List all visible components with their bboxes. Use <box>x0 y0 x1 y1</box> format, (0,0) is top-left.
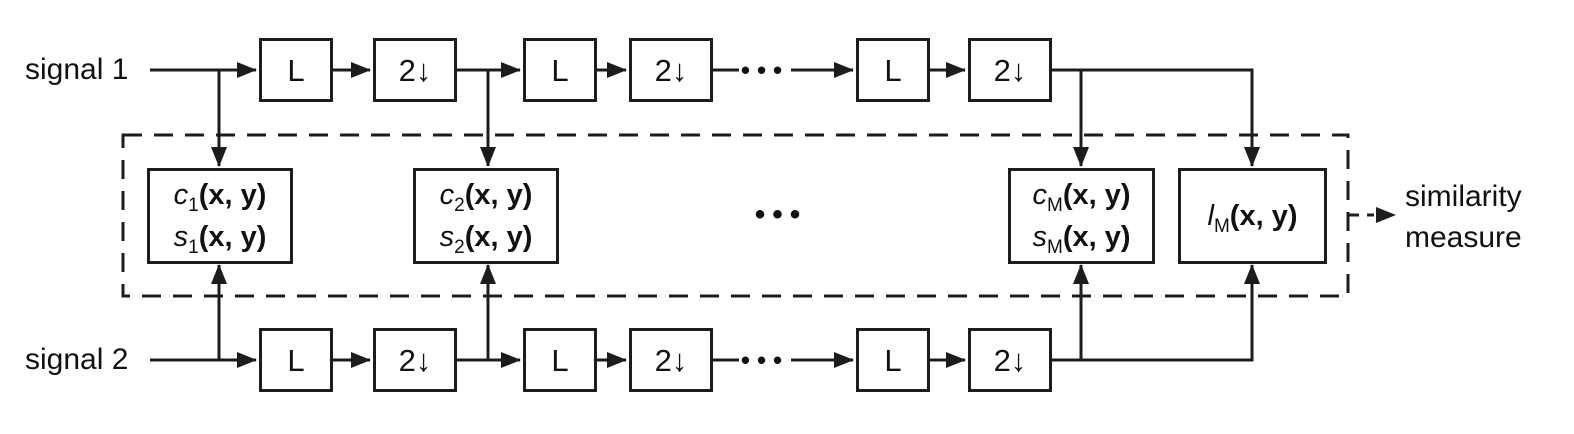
structure-var: s <box>173 221 189 253</box>
scale-subscript: 2 <box>454 237 465 258</box>
signal-1-label: signal 1 <box>25 53 129 86</box>
scale-subscript: 1 <box>188 237 199 258</box>
contrast-var: c <box>1032 179 1047 211</box>
downsample-label: 2↓ <box>398 52 432 88</box>
lowpass-filter-box-bottom-3: L <box>856 328 930 392</box>
lowpass-filter-box-top-2: L <box>523 38 597 102</box>
signal-2-label: signal 2 <box>25 343 129 376</box>
lowpass-filter-label: L <box>551 52 569 88</box>
similarity-measure-line1: similarity <box>1405 180 1522 213</box>
downsample-box-top-3: 2↓ <box>968 38 1052 102</box>
luminance-box-M: lM(x, y) <box>1178 168 1327 264</box>
ellipsis-top: ••• <box>740 55 790 85</box>
scale-subscript: 2 <box>454 195 465 216</box>
luminance-var: l <box>1207 200 1214 232</box>
structure-term-2: s2(x, y) <box>440 216 533 258</box>
term-args: (x, y) <box>198 221 267 253</box>
term-args: (x, y) <box>1229 200 1298 232</box>
signal-paths <box>150 62 1260 368</box>
downsample-label: 2↓ <box>654 52 688 88</box>
contrast-var: c <box>439 179 455 211</box>
similarity-measure-line2: measure <box>1405 221 1522 254</box>
contrast-var: c <box>173 179 189 211</box>
ellipsis-bottom: ••• <box>740 345 790 375</box>
contrast-structure-box-1: c1(x, y) s1(x, y) <box>147 168 293 264</box>
lowpass-filter-box-top-1: L <box>259 38 333 102</box>
lowpass-filter-label: L <box>884 52 902 88</box>
downsample-box-top-2: 2↓ <box>629 38 713 102</box>
downsample-label: 2↓ <box>993 52 1027 88</box>
downsample-box-bottom-2: 2↓ <box>629 328 713 392</box>
downsample-label: 2↓ <box>993 342 1027 378</box>
contrast-structure-box-2: c2(x, y) s2(x, y) <box>413 168 559 264</box>
downsample-box-top-1: 2↓ <box>373 38 457 102</box>
scale-subscript: 1 <box>188 195 199 216</box>
downsample-box-bottom-3: 2↓ <box>968 328 1052 392</box>
output-arrow <box>1348 207 1396 223</box>
term-args: (x, y) <box>464 221 533 253</box>
lowpass-filter-label: L <box>287 342 305 378</box>
term-args: (x, y) <box>464 179 533 211</box>
contrast-term-2: c2(x, y) <box>440 174 533 216</box>
term-args: (x, y) <box>1062 179 1131 211</box>
ellipsis-middle: ••• <box>754 198 808 231</box>
lowpass-filter-box-bottom-2: L <box>523 328 597 392</box>
term-args: (x, y) <box>198 179 267 211</box>
lowpass-filter-label: L <box>884 342 902 378</box>
scale-subscript: M <box>1046 237 1063 258</box>
structure-var: s <box>439 221 455 253</box>
contrast-term-1: c1(x, y) <box>174 174 267 216</box>
downsample-box-bottom-1: 2↓ <box>373 328 457 392</box>
lowpass-filter-box-top-3: L <box>856 38 930 102</box>
lowpass-filter-box-bottom-1: L <box>259 328 333 392</box>
dashed-region-outline <box>121 133 1350 298</box>
scale-subscript: M <box>1046 195 1063 216</box>
downsample-label: 2↓ <box>398 342 432 378</box>
downsample-label: 2↓ <box>654 342 688 378</box>
scale-subscript: M <box>1213 216 1230 237</box>
structure-var: s <box>1032 221 1047 253</box>
lowpass-filter-label: L <box>287 52 305 88</box>
structure-term-1: s1(x, y) <box>174 216 267 258</box>
contrast-structure-box-M: cM(x, y) sM(x, y) <box>1008 168 1155 264</box>
structure-term-M: sM(x, y) <box>1032 216 1130 258</box>
luminance-term-M: lM(x, y) <box>1208 195 1298 237</box>
term-args: (x, y) <box>1062 221 1131 253</box>
contrast-term-M: cM(x, y) <box>1032 174 1130 216</box>
lowpass-filter-label: L <box>551 342 569 378</box>
similarity-measure-label: similarity measure <box>1405 176 1522 258</box>
